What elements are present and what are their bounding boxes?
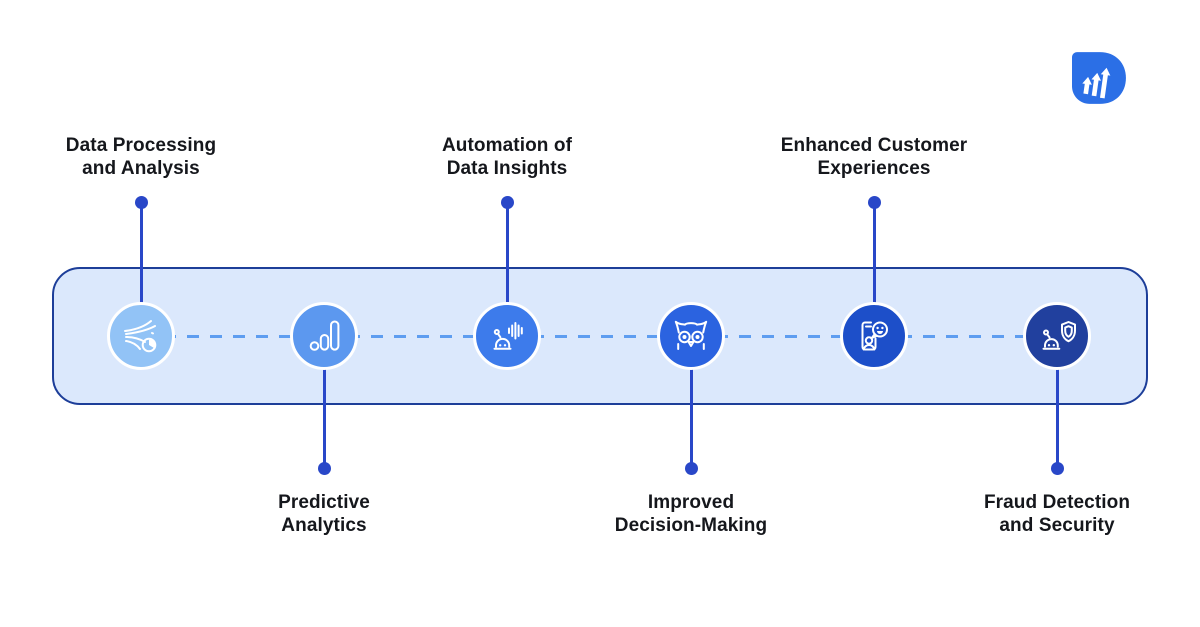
item-label-line1: Automation of	[441, 135, 573, 156]
item-circle	[107, 302, 175, 370]
robot-shield-icon	[1042, 321, 1076, 350]
item-label-line2: Experiences	[817, 158, 931, 179]
item-label-line2: and Security	[999, 515, 1115, 536]
connector-line	[322, 368, 326, 468]
item-label-line1: Enhanced Customer	[780, 135, 968, 156]
item-label-line1: Improved	[647, 492, 735, 513]
item-label: Data Processing and Analysis	[0, 134, 291, 180]
item-label-line1: Predictive	[278, 492, 370, 513]
connector-dot	[1050, 461, 1064, 475]
brand-logo-icon	[1072, 52, 1126, 104]
item-circle	[473, 302, 541, 370]
item-circle	[657, 302, 725, 370]
item-label-line2: Data Insights	[446, 158, 568, 179]
logo-arrow-bars	[1082, 67, 1111, 99]
connector-line	[689, 368, 693, 468]
brand-logo	[1072, 52, 1128, 104]
owl-icon	[674, 320, 708, 350]
item-label-line1: Fraud Detection	[983, 492, 1131, 513]
timeline-dashed-connector	[141, 334, 1057, 338]
item-circle	[290, 302, 358, 370]
item-label-line2: and Analysis	[82, 158, 200, 179]
connector-line	[505, 202, 509, 305]
item-label-line1: Data Processing	[65, 135, 217, 156]
item-circle	[1023, 302, 1091, 370]
item-label-line2: Analytics	[281, 515, 367, 536]
customer-chat-icon	[861, 321, 888, 351]
item-label: Enhanced Customer Experiences	[724, 134, 1024, 180]
connector-dot	[317, 461, 331, 475]
item-label: Improved Decision-Making	[541, 491, 841, 537]
connector-line	[872, 202, 876, 305]
item-label: Fraud Detection and Security	[907, 491, 1200, 537]
connector-line	[139, 202, 143, 305]
item-circle	[840, 302, 908, 370]
item-label: Predictive Analytics	[174, 491, 474, 537]
bar-chart-icon	[309, 320, 340, 351]
connector-dot	[684, 461, 698, 475]
item-label: Automation of Data Insights	[357, 134, 657, 180]
connector-line	[1055, 368, 1059, 468]
data-flow-clock-icon	[124, 320, 157, 353]
robot-soundwave-icon	[493, 322, 523, 350]
item-label-line2: Decision-Making	[614, 515, 768, 536]
